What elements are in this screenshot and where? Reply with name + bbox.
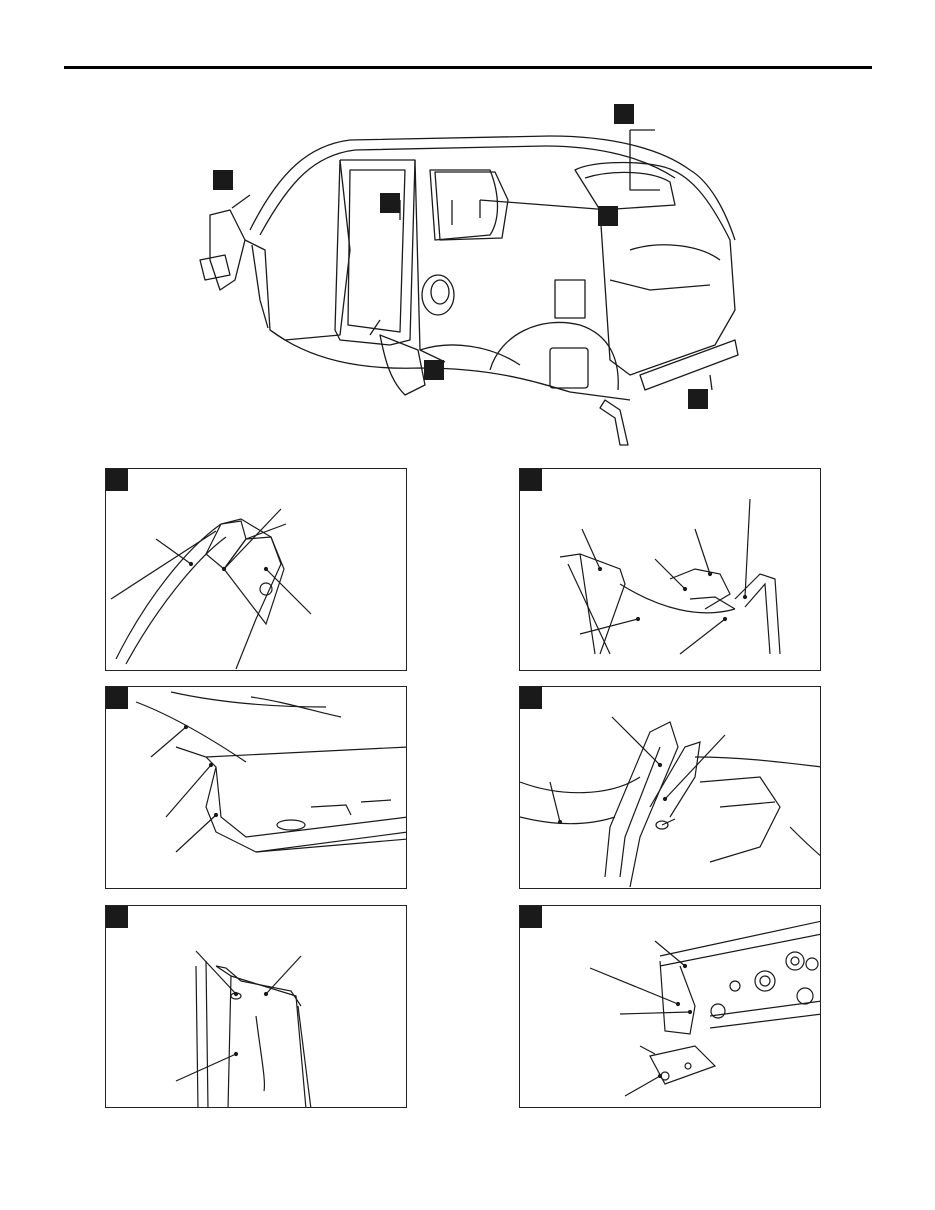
detail-panel-1 <box>105 468 407 671</box>
detail-panel-6 <box>519 905 821 1108</box>
detail-panel-4 <box>519 686 821 889</box>
detail-tag-3 <box>106 687 128 709</box>
callout-tag-1 <box>213 170 233 190</box>
callout-tag-6 <box>688 389 708 409</box>
detail-tag-1 <box>106 469 128 491</box>
detail-tag-5 <box>106 906 128 928</box>
roof-rail-drawing <box>135 691 406 853</box>
callout-tag-5 <box>424 360 444 380</box>
pillar-channel-drawing <box>175 950 312 1107</box>
detail-panel-5 <box>105 905 407 1108</box>
detail-panel-3 <box>105 686 407 889</box>
detail-tag-2 <box>520 469 542 491</box>
header-rule <box>64 66 872 69</box>
pillar-joint-drawing <box>559 498 781 655</box>
callout-tag-3 <box>614 104 634 124</box>
detail-tag-4 <box>520 687 542 709</box>
detail-tag-6 <box>520 906 542 928</box>
callout-tag-4 <box>598 206 618 226</box>
vehicle-body-overview <box>199 129 739 446</box>
detail-panel-2 <box>519 468 821 671</box>
callout-tag-2 <box>380 193 400 213</box>
bumper-reinforcement-drawing <box>589 920 820 1097</box>
pillar-section-drawing <box>110 508 312 670</box>
rear-quarter-drawing <box>520 716 820 888</box>
